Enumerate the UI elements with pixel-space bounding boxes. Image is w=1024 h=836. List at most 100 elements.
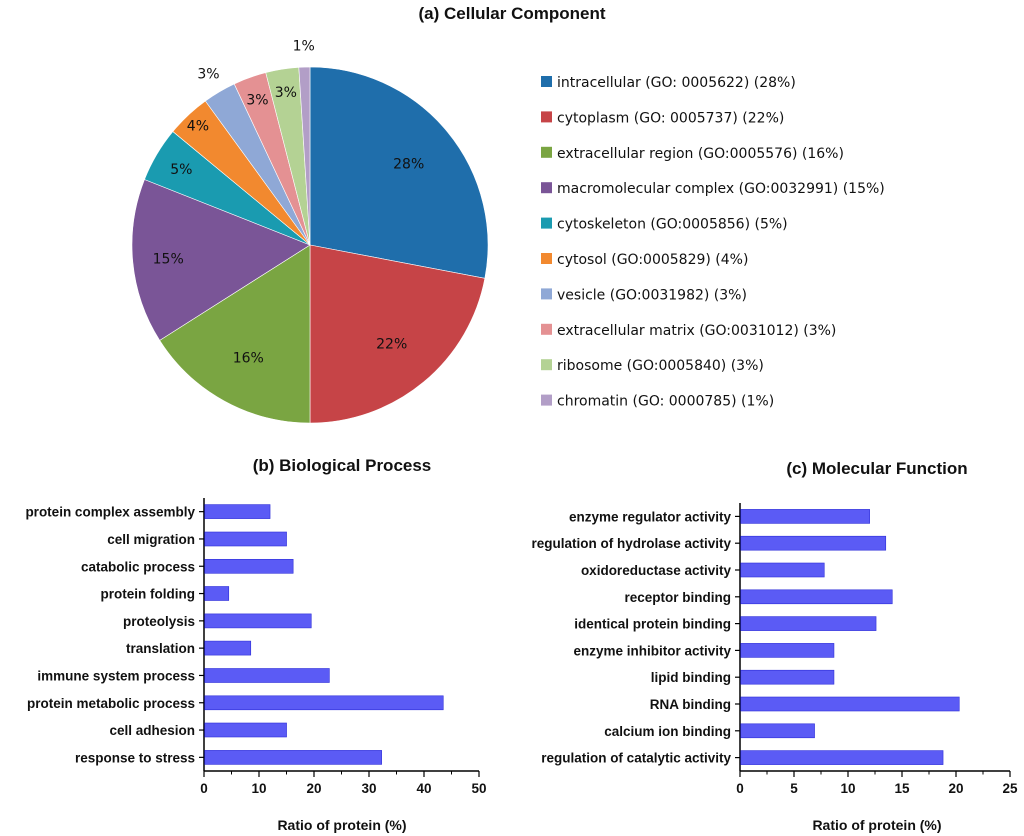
- bar: [740, 750, 944, 765]
- bar: [204, 695, 444, 711]
- x-tick-label: 40: [416, 781, 431, 796]
- mf-plot: enzyme regulator activity regulation of h…: [531, 503, 1018, 796]
- pie-slice: [309, 244, 486, 424]
- x-tick-label: 0: [200, 781, 208, 796]
- bar: [740, 616, 877, 631]
- pie-value-label: 15%: [153, 251, 184, 267]
- pie-value-label: 3%: [275, 85, 297, 101]
- legend-entry: vesicle (GO:0031982) (3%): [557, 287, 747, 303]
- x-tick-label: 10: [251, 781, 266, 796]
- bar: [204, 504, 271, 519]
- category-label: receptor binding: [624, 590, 731, 605]
- mf-title: (c) Molecular Function: [786, 459, 967, 478]
- legend-swatch: [541, 111, 552, 123]
- bar: [204, 640, 252, 656]
- legend-swatch: [541, 288, 552, 300]
- category-label: cell migration: [107, 532, 195, 547]
- category-label: protein metabolic process: [27, 696, 195, 711]
- pie-title: (a) Cellular Component: [418, 4, 605, 23]
- bar: [204, 531, 287, 547]
- category-label: regulation of catalytic activity: [541, 751, 731, 766]
- category-label: enzyme inhibitor activity: [573, 643, 731, 658]
- category-label: immune system process: [37, 669, 195, 684]
- legend-entry: extracellular region (GO:0005576) (16%): [557, 146, 844, 162]
- category-label: proteolysis: [123, 614, 195, 629]
- bar: [204, 613, 312, 629]
- bp-title: (b) Biological Process: [253, 456, 432, 475]
- x-tick-label: 30: [361, 781, 376, 796]
- legend-entry: macromolecular complex (GO:0032991) (15%…: [557, 181, 885, 197]
- category-label: regulation of hydrolase activity: [531, 536, 731, 551]
- x-tick-label: 10: [840, 781, 855, 796]
- pie-value-label: 5%: [170, 162, 192, 178]
- pie-value-label: 3%: [197, 66, 219, 82]
- pie-value-label: 4%: [187, 119, 209, 135]
- category-label: protein complex assembly: [25, 505, 195, 520]
- biological-process-chart: (b) Biological Process protein complex a…: [25, 456, 486, 833]
- mf-x-axis-title: Ratio of protein (%): [812, 817, 941, 833]
- category-label: translation: [126, 641, 195, 656]
- x-tick-label: 20: [948, 781, 963, 796]
- legend-swatch: [541, 323, 552, 335]
- pie-value-label: 28%: [393, 156, 424, 172]
- bar: [740, 696, 960, 712]
- legend-entry: chromatin (GO: 0000785) (1%): [557, 394, 774, 410]
- bar: [740, 535, 887, 551]
- category-label: protein folding: [101, 587, 195, 602]
- legend-swatch: [541, 182, 552, 194]
- legend-swatch: [541, 253, 552, 264]
- legend-swatch: [541, 394, 552, 406]
- legend-entry: ribosome (GO:0005840) (3%): [557, 358, 764, 374]
- x-tick-label: 5: [790, 781, 798, 796]
- bar: [740, 562, 825, 578]
- pie-chart-panel: (a) Cellular Component 28% 22% 16% 15% 5% 4% 3…: [131, 4, 885, 424]
- category-label: RNA binding: [650, 697, 731, 712]
- pie-value-label: 1%: [293, 39, 315, 55]
- bar: [740, 723, 815, 739]
- pie-value-label: 16%: [233, 350, 264, 366]
- bar: [204, 586, 230, 601]
- bp-plot: protein complex assembly cell migration ca…: [25, 498, 487, 796]
- bar: [204, 750, 382, 765]
- category-label: identical protein binding: [574, 617, 731, 632]
- legend-entry: intracellular (GO: 0005622) (28%): [557, 75, 796, 91]
- category-label: catabolic process: [81, 559, 195, 574]
- x-tick-label: 0: [736, 781, 744, 796]
- pie-value-label: 3%: [246, 92, 268, 108]
- legend-entry: cytoskeleton (GO:0005856) (5%): [557, 217, 788, 233]
- bar: [204, 722, 287, 738]
- pie-slices: [131, 66, 489, 424]
- pie-slice: [298, 66, 311, 246]
- pie-slice: [131, 179, 311, 341]
- bar: [740, 589, 893, 605]
- category-label: enzyme regulator activity: [569, 509, 732, 524]
- category-label: oxidoreductase activity: [581, 563, 732, 578]
- category-label: cell adhesion: [109, 723, 195, 738]
- category-label: response to stress: [75, 750, 195, 765]
- bar: [740, 509, 870, 524]
- legend-swatch: [541, 217, 552, 229]
- bar: [204, 558, 294, 574]
- legend-entry: cytoplasm (GO: 0005737) (22%): [557, 110, 784, 126]
- category-label: calcium ion binding: [604, 724, 731, 739]
- x-tick-label: 15: [894, 781, 910, 796]
- category-label: lipid binding: [651, 670, 731, 685]
- legend-entry: cytosol (GO:0005829) (4%): [557, 252, 748, 268]
- x-tick-label: 25: [1002, 781, 1018, 796]
- bar: [740, 643, 835, 658]
- pie-slice: [159, 244, 311, 424]
- x-tick-label: 50: [471, 781, 486, 796]
- molecular-function-chart: (c) Molecular Function enzyme regulator …: [531, 459, 1018, 833]
- bar: [204, 668, 330, 683]
- pie-value-label: 22%: [376, 337, 407, 353]
- pie-value-labels: 28% 22% 16% 15% 5% 4% 3% 3% 3% 1%: [153, 39, 425, 367]
- pie-slice: [309, 66, 489, 279]
- bar: [740, 669, 835, 685]
- legend-swatch: [541, 359, 552, 371]
- bp-x-axis-title: Ratio of protein (%): [277, 817, 406, 833]
- legend-swatch: [541, 76, 552, 87]
- x-tick-label: 20: [306, 781, 321, 796]
- legend-entry: extracellular matrix (GO:0031012) (3%): [557, 323, 836, 339]
- pie-legend: intracellular (GO: 0005622) (28%) cytopla…: [541, 75, 885, 410]
